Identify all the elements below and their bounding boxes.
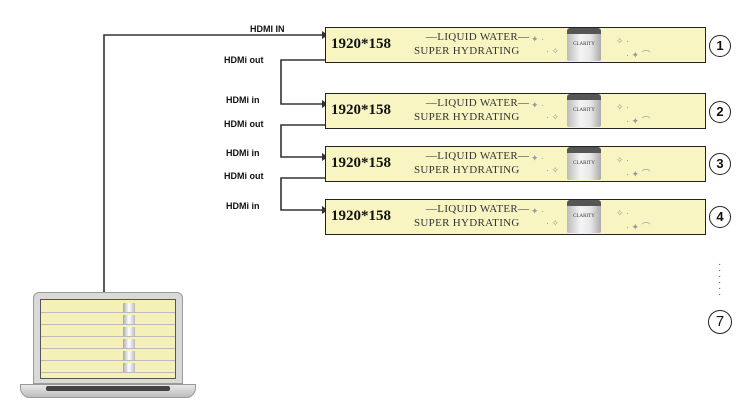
sparkle-icon: · ✧	[546, 46, 560, 56]
mini-bottle-icon	[123, 315, 135, 324]
bottle-brand: CLARITY	[573, 161, 595, 166]
panel-tagline-top: —LIQUID WATER—	[426, 150, 530, 162]
mini-panel	[41, 362, 175, 373]
mini-bottle-icon	[123, 351, 135, 360]
display-panel-2: 1920*158 —LIQUID WATER— SUPER HYDRATING …	[325, 93, 706, 129]
mini-panel	[41, 350, 175, 361]
display-panel-4: 1920*158 —LIQUID WATER— SUPER HYDRATING …	[325, 199, 706, 235]
bottle-brand: CLARITY	[573, 42, 595, 47]
mini-bottle-icon	[123, 327, 135, 336]
bottle-cap-icon	[567, 147, 601, 153]
panel-tagline-bottom: SUPER HYDRATING	[414, 45, 520, 57]
panel-resolution: 1920*158	[331, 155, 391, 171]
sparkle-icon: · ✦ ⌒	[626, 222, 651, 232]
panel-number-4: 4	[709, 206, 731, 228]
bottle-brand: CLARITY	[573, 214, 595, 219]
mini-panel	[41, 314, 175, 325]
sparkle-icon: ✧ ·	[616, 208, 630, 218]
wire-laptop-to-panel-1	[103, 34, 322, 292]
hdmi-in-label-3: HDMi in	[226, 148, 260, 158]
mini-panel	[41, 338, 175, 349]
panel-tagline-bottom: SUPER HYDRATING	[414, 164, 520, 176]
panel-tagline-bottom: SUPER HYDRATING	[414, 217, 520, 229]
sparkle-icon: · ✧	[546, 218, 560, 228]
sparkle-icon: · ✧	[546, 112, 560, 122]
display-panel-3: 1920*158 —LIQUID WATER— SUPER HYDRATING …	[325, 146, 706, 182]
mini-bottle-icon	[123, 339, 135, 348]
bottle-cap-icon	[567, 200, 601, 206]
laptop-keyboard	[46, 386, 170, 391]
panel-tagline-top: —LIQUID WATER—	[426, 31, 530, 43]
mini-panel	[41, 326, 175, 337]
sparkle-icon: · ✦ ⌒	[626, 50, 651, 60]
laptop-screen	[40, 299, 176, 379]
hdmi-in-label-2: HDMi in	[226, 95, 260, 105]
bottle-cap-icon	[567, 28, 601, 34]
hdmi-in-label-1: HDMI IN	[250, 24, 285, 34]
display-panel-1: 1920*158 —LIQUID WATER— SUPER HYDRATING …	[325, 27, 706, 63]
panel-resolution: 1920*158	[331, 208, 391, 224]
panel-resolution: 1920*158	[331, 36, 391, 52]
mini-panel	[41, 302, 175, 313]
mini-bottle-icon	[123, 363, 135, 372]
sparkle-icon: · ✦ ⌒	[626, 169, 651, 179]
hdmi-out-label-1: HDMi out	[224, 55, 264, 65]
panel-number-2: 2	[709, 101, 731, 123]
panel-tagline-top: —LIQUID WATER—	[426, 203, 530, 215]
bottle-cap-icon	[567, 94, 601, 100]
sparkle-icon: ✦ ·	[531, 206, 545, 216]
panel-number-1: 1	[709, 35, 731, 57]
sparkle-icon: · ✧	[546, 165, 560, 175]
mini-bottle-icon	[123, 303, 135, 312]
hdmi-in-label-4: HDMi in	[226, 201, 260, 211]
wire-panel-2-to-panel-3	[280, 124, 325, 158]
sparkle-icon: ✦ ·	[531, 153, 545, 163]
sparkle-icon: ✦ ·	[531, 100, 545, 110]
sparkle-icon: ✦ ·	[531, 34, 545, 44]
sparkle-icon: ✧ ·	[616, 36, 630, 46]
hdmi-out-label-3: HDMi out	[224, 171, 264, 181]
bottle-brand: CLARITY	[573, 108, 595, 113]
product-bottle-icon	[567, 30, 601, 61]
panel-resolution: 1920*158	[331, 102, 391, 118]
product-bottle-icon	[567, 96, 601, 127]
vertical-ellipsis-icon: ······	[718, 259, 722, 300]
panel-tagline-bottom: SUPER HYDRATING	[414, 111, 520, 123]
sparkle-icon: · ✦ ⌒	[626, 116, 651, 126]
product-bottle-icon	[567, 202, 601, 233]
wire-panel-1-to-panel-2	[280, 59, 325, 105]
panel-tagline-top: —LIQUID WATER—	[426, 97, 530, 109]
sparkle-icon: ✧ ·	[616, 102, 630, 112]
wire-panel-3-to-panel-4	[280, 177, 325, 211]
sparkle-icon: ✧ ·	[616, 155, 630, 165]
panel-number-3: 3	[709, 153, 731, 175]
panel-number-last: 7	[708, 310, 732, 334]
hdmi-out-label-2: HDMi out	[224, 119, 264, 129]
product-bottle-icon	[567, 149, 601, 180]
